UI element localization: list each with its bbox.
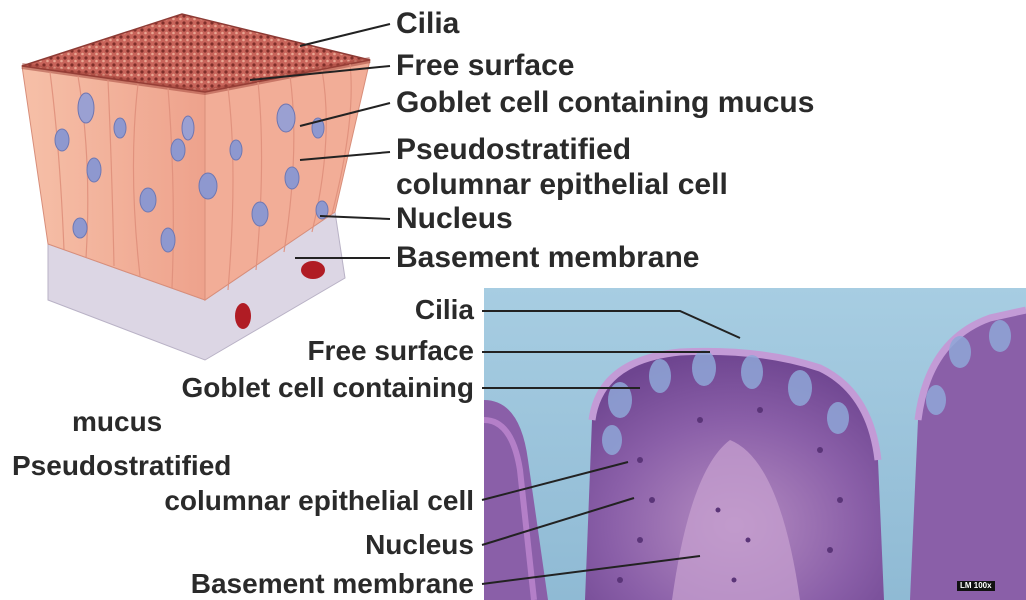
micro-label-basement-membrane: Basement membrane — [191, 570, 474, 598]
nucleus — [171, 139, 185, 161]
nucleus — [73, 218, 87, 238]
micro-label-nucleus: Nucleus — [365, 531, 474, 559]
blood-vessel — [301, 261, 325, 279]
micro-label-pseudostratified-line2: columnar epithelial cell — [164, 487, 474, 515]
goblet-cell — [182, 116, 194, 140]
nucleus — [140, 188, 156, 212]
goblet-cell — [277, 104, 295, 132]
goblet-cell — [78, 93, 94, 123]
label-free-surface: Free surface — [396, 51, 574, 81]
nucleus — [252, 202, 268, 226]
label-pseudostratified-line2: columnar epithelial cell — [396, 170, 728, 200]
micrograph — [484, 288, 1026, 600]
epithelium-block-illustration — [22, 14, 370, 360]
nucleus — [230, 140, 242, 160]
nucleus — [87, 158, 101, 182]
blood-vessel — [235, 303, 251, 329]
nucleus — [161, 228, 175, 252]
nucleus — [199, 173, 217, 199]
micro-label-free-surface: Free surface — [307, 337, 474, 365]
nucleus — [114, 118, 126, 138]
micro-label-pseudostratified-line1: Pseudostratified — [12, 452, 231, 480]
micro-label-goblet-line2: mucus — [72, 408, 162, 436]
nucleus — [285, 167, 299, 189]
magnification-badge: LM 100x — [957, 581, 995, 591]
micro-label-goblet-line1: Goblet cell containing — [182, 374, 474, 402]
label-goblet-cell: Goblet cell containing mucus — [396, 88, 814, 118]
label-basement-membrane: Basement membrane — [396, 243, 699, 273]
micro-label-cilia: Cilia — [415, 296, 474, 324]
label-nucleus: Nucleus — [396, 204, 513, 234]
nucleus — [55, 129, 69, 151]
label-pseudostratified-line1: Pseudostratified — [396, 135, 631, 165]
label-cilia: Cilia — [396, 9, 459, 39]
